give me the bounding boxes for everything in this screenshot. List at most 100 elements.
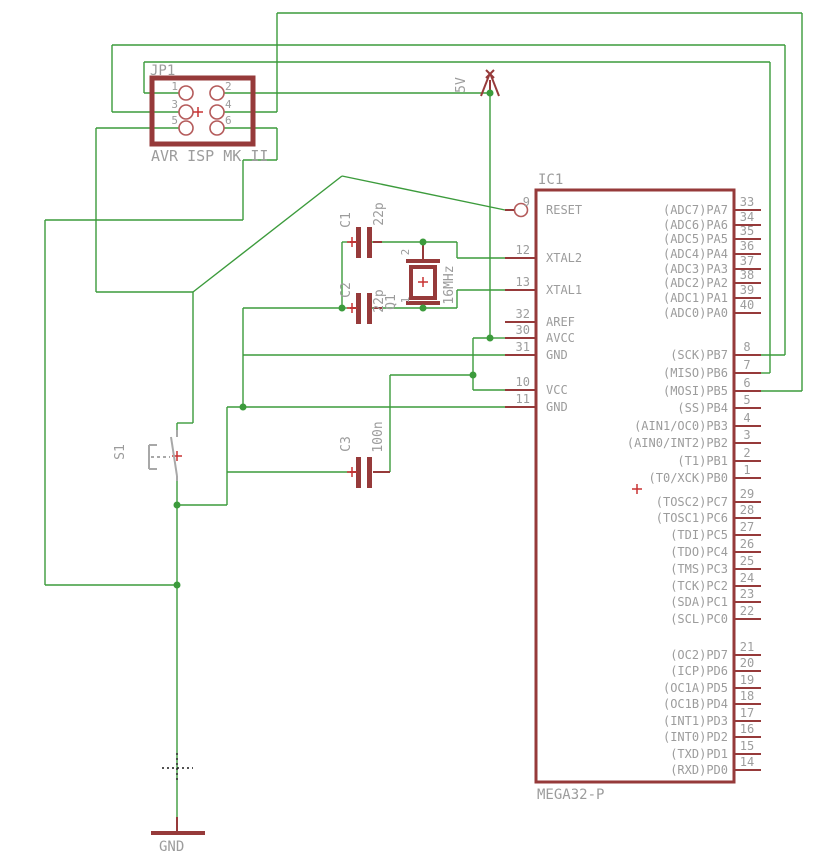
junction-dot bbox=[419, 304, 427, 312]
ic-pin-name: (TMS)PC3 bbox=[670, 562, 728, 576]
ic-pin-name: (SCK)PB7 bbox=[670, 348, 728, 362]
ic-pin-number: 18 bbox=[740, 689, 754, 703]
c3-ref-label: C3 bbox=[339, 436, 354, 452]
ic-pin-number: 7 bbox=[743, 358, 750, 372]
c2-ref-label: C2 bbox=[339, 282, 354, 298]
junction-dot bbox=[419, 238, 427, 246]
ic-pin-name: (INT1)PD3 bbox=[663, 714, 728, 728]
ic-pin-number: 36 bbox=[740, 239, 754, 253]
q1-crystal-body[interactable] bbox=[409, 265, 437, 300]
ic-pin-number: 33 bbox=[740, 195, 754, 209]
component-plate[interactable] bbox=[367, 227, 372, 258]
ic-pin-name: (RXD)PD0 bbox=[670, 763, 728, 777]
ic-pin-number: 22 bbox=[740, 604, 754, 618]
ic-pin-name: (T0/XCK)PB0 bbox=[649, 471, 728, 485]
ic1-value-label: MEGA32-P bbox=[537, 787, 604, 803]
ic-pin-number: 38 bbox=[740, 268, 754, 282]
ic-pin-name: (OC1B)PD4 bbox=[663, 697, 728, 711]
ic-pin-name: (TOSC1)PC6 bbox=[656, 511, 728, 525]
ic-pin-name: (TCK)PC2 bbox=[670, 579, 728, 593]
ic-pin-name: (SDA)PC1 bbox=[670, 595, 728, 609]
component-plate[interactable] bbox=[367, 293, 372, 324]
ic-pin-number: 6 bbox=[743, 376, 750, 390]
jp1-pin1-number: 1 bbox=[171, 80, 178, 93]
ic-pin-number: 3 bbox=[743, 428, 750, 442]
component-plate[interactable] bbox=[406, 259, 440, 263]
ic-pin-number: 15 bbox=[740, 739, 754, 753]
ic-pin-name: XTAL1 bbox=[546, 283, 582, 297]
ic-pin-name: (TOSC2)PC7 bbox=[656, 495, 728, 509]
ic-pin-number: 26 bbox=[740, 537, 754, 551]
ic-pin-number: 2 bbox=[743, 446, 750, 460]
junction-dot bbox=[469, 371, 477, 379]
component-plate[interactable] bbox=[406, 301, 440, 305]
net-wire[interactable] bbox=[341, 175, 506, 211]
jp1-pin6-number: 6 bbox=[225, 114, 232, 127]
ic-pin-name: (ADC0)PA0 bbox=[663, 306, 728, 320]
ic-pin-number: 31 bbox=[516, 340, 530, 354]
net-wire[interactable] bbox=[192, 175, 343, 293]
ic-pin-name: (ADC4)PA4 bbox=[663, 247, 728, 261]
ic-pin-name: (ICP)PD6 bbox=[670, 664, 728, 678]
component-plate[interactable] bbox=[356, 457, 361, 488]
ic-pin-number: 14 bbox=[740, 755, 754, 769]
ic-pin-number: 25 bbox=[740, 554, 754, 568]
q1-pin2-label: 2 bbox=[399, 249, 412, 256]
ic-pin-number: 40 bbox=[740, 298, 754, 312]
ic-pin-number: 19 bbox=[740, 673, 754, 687]
ic-pin-number: 5 bbox=[743, 393, 750, 407]
ic-pin-name: (ADC1)PA1 bbox=[663, 291, 728, 305]
jp1-pad-5[interactable] bbox=[178, 120, 194, 136]
ic-pin-number: 4 bbox=[743, 411, 750, 425]
junction-dot bbox=[338, 304, 346, 312]
reset-inverter-bubble bbox=[513, 202, 529, 218]
ic-pin-name: AREF bbox=[546, 315, 575, 329]
component-plate[interactable] bbox=[356, 293, 361, 324]
jp1-pad-4[interactable] bbox=[209, 104, 225, 120]
ic-pin-number: 16 bbox=[740, 722, 754, 736]
ic-pin-number: 32 bbox=[516, 307, 530, 321]
jp1-pad-2[interactable] bbox=[209, 85, 225, 101]
ic-pin-number: 30 bbox=[516, 323, 530, 337]
ic-pin-name: (ADC6)PA6 bbox=[663, 218, 728, 232]
ic-pin-name: XTAL2 bbox=[546, 251, 582, 265]
ic-pin-number: 9 bbox=[523, 195, 530, 209]
ic-pin-number: 10 bbox=[516, 375, 530, 389]
ic-pin-number: 13 bbox=[516, 275, 530, 289]
junction-dot bbox=[239, 403, 247, 411]
ic-pin-name: (SS)PB4 bbox=[677, 401, 728, 415]
junction-dot bbox=[173, 581, 181, 589]
symbol-lead[interactable] bbox=[485, 69, 495, 79]
ic-pin-number: 17 bbox=[740, 706, 754, 720]
ic-pin-number: 21 bbox=[740, 640, 754, 654]
s1-switch-symbol[interactable] bbox=[170, 436, 178, 477]
c3-value-label: 100n bbox=[371, 421, 386, 452]
ic-pin-number: 28 bbox=[740, 503, 754, 517]
jp1-pad-1[interactable] bbox=[178, 85, 194, 101]
ic-pin-name: RESET bbox=[546, 203, 582, 217]
jp1-pin2-number: 2 bbox=[225, 80, 232, 93]
jp1-ref-label: JP1 bbox=[150, 63, 175, 79]
jp1-connector-outline[interactable] bbox=[149, 75, 256, 147]
ic-pin-number: 1 bbox=[743, 463, 750, 477]
ic-pin-name: (TDO)PC4 bbox=[670, 545, 728, 559]
c1-value-label: 22p bbox=[372, 202, 387, 226]
jp1-pad-3[interactable] bbox=[178, 104, 194, 120]
junction-dot bbox=[173, 501, 181, 509]
s1-ref-label: S1 bbox=[113, 444, 128, 460]
ic-pin-name: (TDI)PC5 bbox=[670, 528, 728, 542]
ic1-body-outline[interactable] bbox=[534, 188, 736, 784]
component-plate[interactable] bbox=[367, 457, 372, 488]
ic-pin-name: (TXD)PD1 bbox=[670, 747, 728, 761]
ic-pin-name: (ADC3)PA3 bbox=[663, 262, 728, 276]
c1-ref-label: C1 bbox=[339, 212, 354, 228]
ic-pin-name: (AIN1/OC0)PB3 bbox=[634, 419, 728, 433]
component-plate[interactable] bbox=[356, 227, 361, 258]
jp1-pad-6[interactable] bbox=[209, 120, 225, 136]
ic-pin-name: (SCL)PC0 bbox=[670, 612, 728, 626]
ic1-ref-label: IC1 bbox=[538, 172, 563, 188]
ic-pin-name: (OC1A)PD5 bbox=[663, 681, 728, 695]
q1-ref-label: Q1 bbox=[384, 294, 399, 310]
